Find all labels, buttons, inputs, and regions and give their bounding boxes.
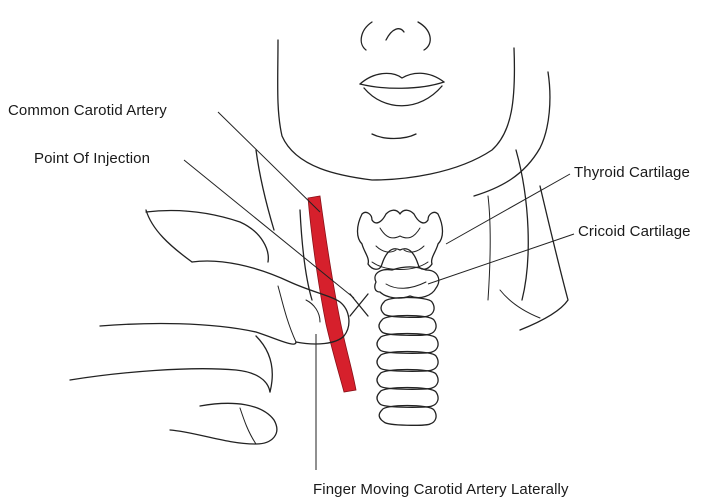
- label-thyroid-cartilage: Thyroid Cartilage: [574, 164, 690, 182]
- mouth: [360, 73, 444, 106]
- cricoid-cartilage: [375, 267, 439, 298]
- thyroid-cartilage: [358, 210, 443, 269]
- label-finger-moving-carotid: Finger Moving Carotid Artery Laterally: [313, 481, 569, 499]
- trachea: [377, 298, 438, 426]
- label-common-carotid-artery: Common Carotid Artery: [8, 102, 167, 120]
- leader-point-of-injection: [184, 160, 354, 298]
- label-point-of-injection: Point Of Injection: [34, 150, 150, 168]
- label-cricoid-cartilage: Cricoid Cartilage: [578, 223, 691, 241]
- jaw-outline: [278, 40, 550, 196]
- leader-common-carotid: [218, 112, 320, 212]
- nose: [361, 22, 430, 50]
- hand: [70, 210, 349, 444]
